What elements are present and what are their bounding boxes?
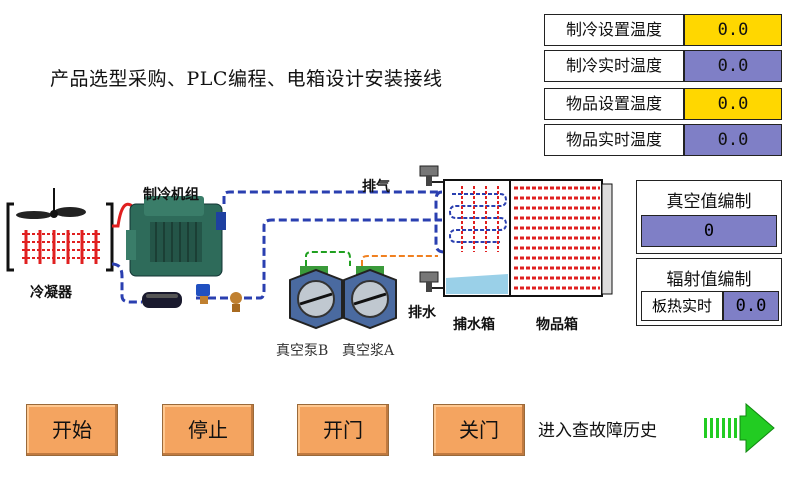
fan-icon <box>16 188 86 219</box>
drain-label: 排水 <box>408 305 436 321</box>
process-diagram <box>6 165 613 330</box>
temp-row-cool-set: 制冷设置温度 0.0 <box>544 14 782 46</box>
item-set-temp-label: 物品设置温度 <box>544 88 684 120</box>
history-link[interactable]: 进入查故障历史 <box>538 421 657 441</box>
vacuum-value: 0 <box>641 215 777 247</box>
cool-set-temp-label: 制冷设置温度 <box>544 14 684 46</box>
item-box <box>509 179 613 297</box>
vacuum-panel: 真空值编制 0 <box>636 180 782 254</box>
drain-valve <box>419 271 446 292</box>
water-trap-label: 捕水箱 <box>453 317 495 333</box>
item-real-temp-value: 0.0 <box>684 124 782 156</box>
temp-row-item-set: 物品设置温度 0.0 <box>544 88 782 120</box>
cool-real-temp-value: 0.0 <box>684 50 782 82</box>
temp-row-cool-real: 制冷实时温度 0.0 <box>544 50 782 82</box>
radiation-title: 辐射值编制 <box>666 270 752 290</box>
item-set-temp-value[interactable]: 0.0 <box>684 88 782 120</box>
vacuum-pump-b <box>289 266 343 330</box>
compressor <box>126 196 226 277</box>
vacuum-title: 真空值编制 <box>666 192 752 212</box>
solenoid-valve <box>196 284 210 304</box>
close-door-button[interactable]: 关门 <box>433 404 525 456</box>
stop-button[interactable]: 停止 <box>162 404 254 456</box>
water-trap-tank <box>443 179 511 297</box>
plate-heat-label: 板热实时 <box>641 291 723 321</box>
temp-row-item-real: 物品实时温度 0.0 <box>544 124 782 156</box>
start-button[interactable]: 开始 <box>26 404 118 456</box>
cool-real-temp-label: 制冷实时温度 <box>544 50 684 82</box>
arrow-right-icon[interactable] <box>702 402 776 454</box>
cool-set-temp-value[interactable]: 0.0 <box>684 14 782 46</box>
exhaust-valve <box>419 165 446 186</box>
exhaust-label: 排气 <box>362 179 390 195</box>
condenser-label: 冷凝器 <box>30 285 72 301</box>
temperature-panel: 制冷设置温度 0.0 制冷实时温度 0.0 物品设置温度 0.0 物品实时温度 … <box>544 14 782 156</box>
pump-a-label: 真空浆A <box>342 343 395 359</box>
item-real-temp-label: 物品实时温度 <box>544 124 684 156</box>
pump-b-label: 真空泵B <box>276 343 329 359</box>
vacuum-pump-a <box>343 266 397 330</box>
plate-heat-value: 0.0 <box>723 291 779 321</box>
page-title: 产品选型采购、PLC编程、电箱设计安装接线 <box>50 68 443 90</box>
item-box-label: 物品箱 <box>536 317 578 333</box>
condenser <box>6 202 114 272</box>
radiation-panel: 辐射值编制 板热实时 0.0 <box>636 258 782 326</box>
expansion-valve <box>230 292 242 312</box>
filter-drier <box>142 292 182 308</box>
open-door-button[interactable]: 开门 <box>297 404 389 456</box>
compressor-label: 制冷机组 <box>143 187 199 203</box>
